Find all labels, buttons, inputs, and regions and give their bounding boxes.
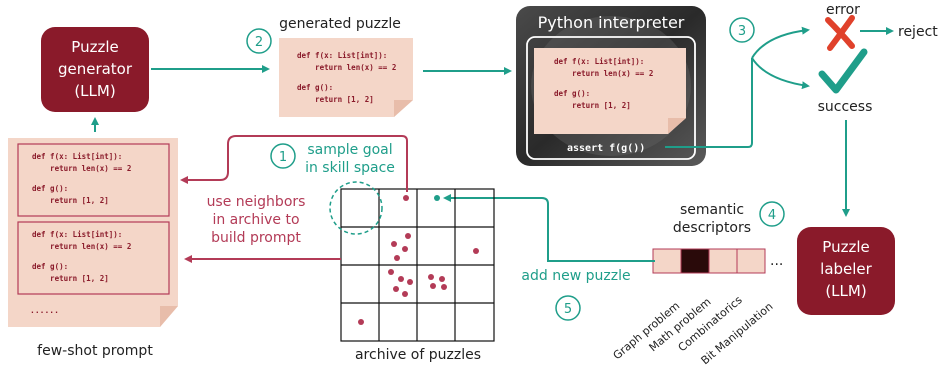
use-neighbors-label-2: in archive to <box>212 212 299 228</box>
prompt2-code-line-1: def f(x: List[int]): <box>32 230 122 239</box>
descriptor-bit-manipulation: Bit Manipulation <box>699 300 776 368</box>
descriptor-ellipsis: ... <box>770 253 783 269</box>
step-3-badge <box>729 17 755 43</box>
descriptor-cell-2 <box>680 248 710 274</box>
arrow-to-success <box>751 57 810 90</box>
archive-grid <box>340 188 495 342</box>
prompt1-code-line-2: return len(x) == 2 <box>32 164 131 173</box>
step-1-badge <box>270 143 296 169</box>
step-4-badge <box>759 201 785 227</box>
semantic-descriptors-label-1: semantic <box>680 202 744 218</box>
success-label: success <box>818 99 873 115</box>
step-2-badge <box>246 28 272 54</box>
prompt-ellipsis: ...... <box>30 306 59 315</box>
few-shot-prompt-paper <box>8 138 178 327</box>
interpreter-code-paper <box>534 48 686 134</box>
step-1-number: 1 <box>279 150 287 165</box>
check-mark-icon <box>818 48 868 94</box>
arrow-add-new-puzzle <box>443 194 655 262</box>
generated-puzzle-title: generated puzzle <box>279 16 401 32</box>
gen-code-line-3: def g(): <box>297 83 333 92</box>
step-4-number: 4 <box>768 208 776 223</box>
prompt2-code-line-3: def g(): <box>32 262 68 271</box>
python-interpreter-title: Python interpreter <box>538 13 685 32</box>
neighborhood-circle <box>329 181 383 235</box>
puzzle-generator-label-1: Puzzle <box>71 38 118 56</box>
step-5-number: 5 <box>564 302 572 317</box>
puzzle-labeler-label-2: labeler <box>820 260 873 278</box>
cross-mark-icon <box>825 15 855 51</box>
interp-code-line-3: def g(): <box>554 89 590 98</box>
archive-of-puzzles-label: archive of puzzles <box>355 347 481 363</box>
puzzle-labeler-box <box>797 227 895 315</box>
puzzle-labeler-label-3: (LLM) <box>825 282 866 300</box>
puzzle-labeler-label-1: Puzzle <box>822 238 869 256</box>
step-2-number: 2 <box>255 35 263 50</box>
puzzle-generator-box <box>41 27 149 112</box>
descriptor-vector <box>652 248 766 274</box>
sample-goal-label-1: sample goal <box>307 142 392 158</box>
new-puzzle-dot <box>434 195 440 201</box>
semantic-descriptors-label-2: descriptors <box>673 220 751 236</box>
prompt1-code-line-4: return [1, 2] <box>32 196 109 205</box>
gen-code-line-1: def f(x: List[int]): <box>297 51 387 60</box>
reject-label: reject <box>898 24 938 40</box>
prompt1-code-line-1: def f(x: List[int]): <box>32 152 122 161</box>
assert-connector <box>665 58 753 148</box>
sample-goal-label-2: in skill space <box>305 160 395 176</box>
generated-puzzle-paper <box>279 38 413 117</box>
interp-code-line-1: def f(x: List[int]): <box>554 57 644 66</box>
prompt-example-2 <box>17 221 170 295</box>
interp-code-line-4: return [1, 2] <box>554 101 631 110</box>
descriptor-cell-1 <box>652 248 682 274</box>
generated-puzzle-fold <box>394 100 413 117</box>
use-neighbors-label-3: build prompt <box>211 230 301 246</box>
step-3-number: 3 <box>738 24 746 39</box>
prompt1-code-line-3: def g(): <box>32 184 68 193</box>
few-shot-prompt-fold <box>160 306 178 327</box>
prompt2-code-line-4: return [1, 2] <box>32 274 109 283</box>
gen-code-line-4: return [1, 2] <box>297 95 374 104</box>
prompt-example-1 <box>17 143 170 217</box>
gen-code-line-2: return len(x) == 2 <box>297 63 396 72</box>
step-5-badge <box>555 295 581 321</box>
interp-code-line-2: return len(x) == 2 <box>554 69 653 78</box>
add-new-puzzle-label: add new puzzle <box>521 268 630 284</box>
interpreter-inner-frame <box>526 36 696 160</box>
prompt2-code-line-2: return len(x) == 2 <box>32 242 131 251</box>
few-shot-prompt-label: few-shot prompt <box>37 343 153 359</box>
arrow-to-error <box>751 26 810 59</box>
puzzle-generator-label-2: generator <box>58 60 133 78</box>
descriptor-cell-4 <box>736 248 766 274</box>
archive-dots <box>358 195 479 325</box>
error-label: error <box>826 2 860 18</box>
assert-statement: assert f(g()) <box>567 143 645 154</box>
interpreter-code-fold <box>668 118 686 134</box>
use-neighbors-label-1: use neighbors <box>207 194 306 210</box>
arrow-sample-to-prompt <box>180 135 408 192</box>
descriptor-cell-3 <box>708 248 738 274</box>
puzzle-generator-label-3: (LLM) <box>74 82 115 100</box>
